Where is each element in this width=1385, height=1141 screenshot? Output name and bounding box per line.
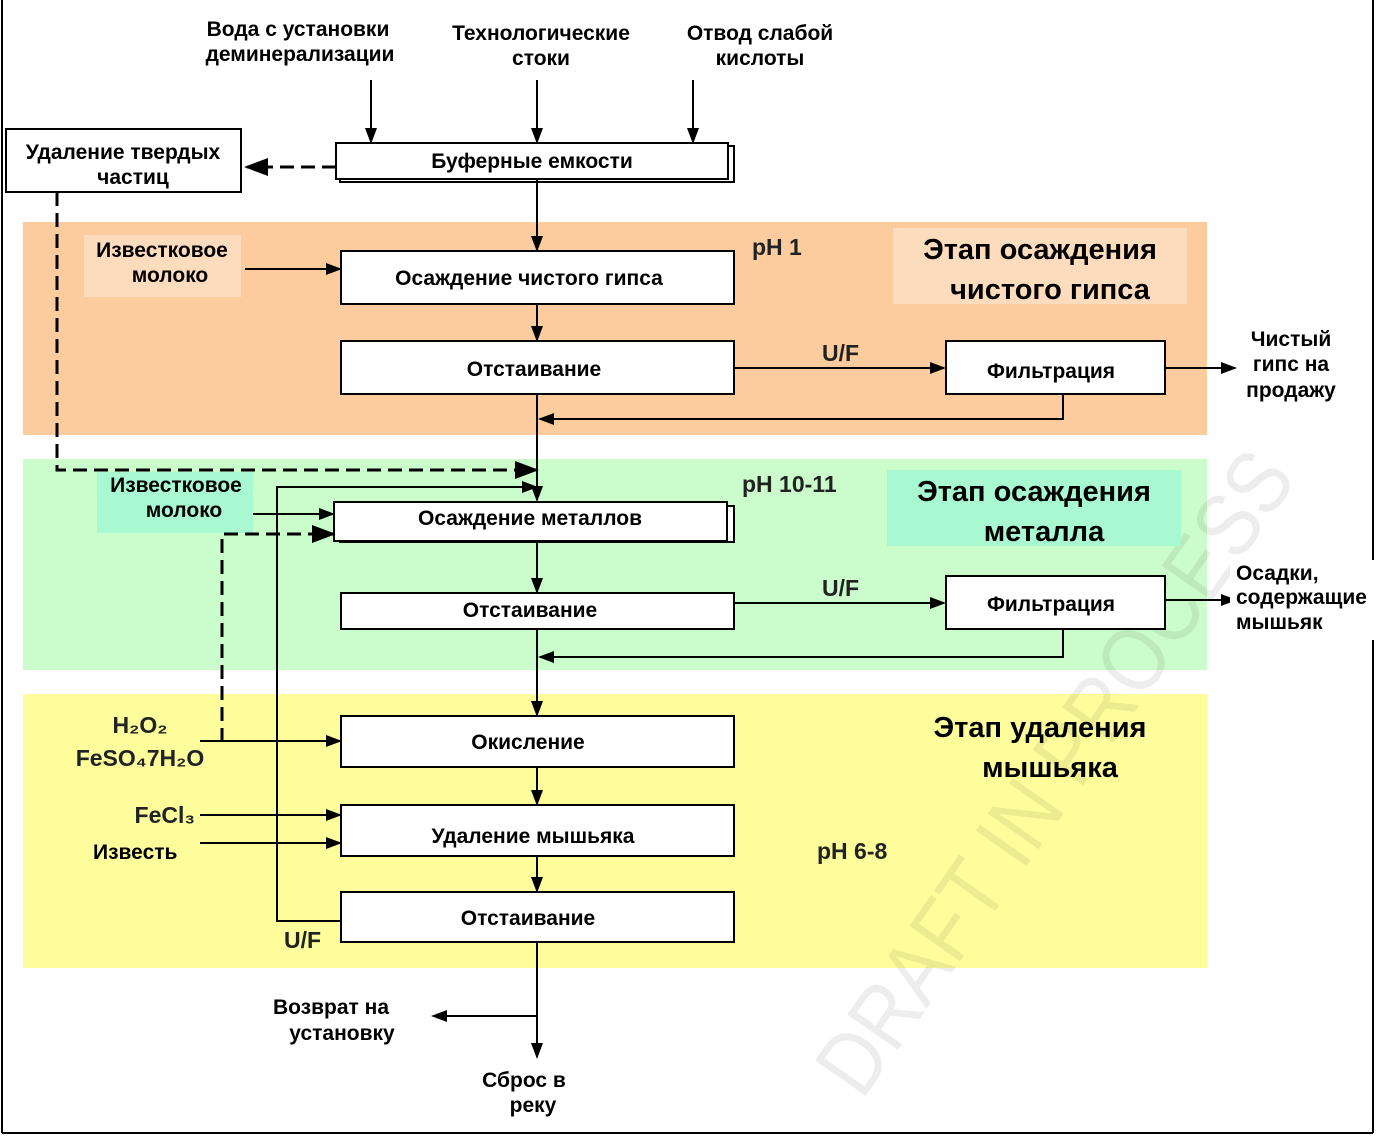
svg-text:Вода с установки: Вода с установки <box>207 18 390 41</box>
svg-text:продажу: продажу <box>1246 379 1336 402</box>
ph-label: pH 6-8 <box>817 838 888 864</box>
svg-text:гипс на: гипс на <box>1253 353 1330 376</box>
svg-text:Осаждение металлов: Осаждение металлов <box>418 507 642 530</box>
svg-text:Сброс в: Сброс в <box>482 1069 566 1092</box>
svg-text:стоки: стоки <box>512 47 570 70</box>
settling-box-2: Отстаивание <box>340 592 735 630</box>
river-discharge-output: Сброс в реку <box>482 1069 566 1117</box>
input-demin-water: Вода с установки деминерализации <box>206 18 395 66</box>
uf-label: U/F <box>284 927 321 953</box>
svg-text:Этап удаления: Этап удаления <box>934 712 1147 744</box>
svg-text:Осаждение чистого гипса: Осаждение чистого гипса <box>395 267 663 290</box>
svg-text:Фильтрация: Фильтрация <box>987 593 1115 616</box>
uf-label: U/F <box>822 575 859 601</box>
lime-milk-label-1: Известковое молоко <box>96 239 228 287</box>
lime-label: Известь <box>93 841 178 864</box>
svg-text:Отстаивание: Отстаивание <box>467 358 601 381</box>
dashed-arrow <box>55 192 539 479</box>
uf-label: U/F <box>822 340 859 366</box>
svg-text:металла: металла <box>984 516 1105 548</box>
svg-text:деминерализации: деминерализации <box>206 43 395 66</box>
arsenic-sludge-output: Осадки, содержащие мышьяк <box>1236 562 1367 634</box>
svg-text:содержащие: содержащие <box>1236 586 1367 609</box>
settling-box-3: Отстаивание <box>340 891 735 943</box>
svg-text:молоко: молоко <box>132 264 209 287</box>
svg-text:Возврат на: Возврат на <box>273 996 389 1019</box>
uf-recycle-arrow <box>276 481 538 922</box>
filtration-box-1: Фильтрация <box>945 340 1166 395</box>
buffer-tanks-box: Буферные емкости <box>335 142 735 183</box>
ph-label: pH 1 <box>752 234 802 260</box>
svg-text:Фильтрация: Фильтрация <box>987 360 1115 383</box>
svg-text:частиц: частиц <box>97 166 169 189</box>
return-arrow <box>538 394 1064 425</box>
svg-text:Известковое: Известковое <box>96 239 228 262</box>
svg-text:Осадки,: Осадки, <box>1236 562 1319 585</box>
svg-text:чистого гипса: чистого гипса <box>950 274 1151 306</box>
svg-text:установку: установку <box>289 1022 395 1045</box>
arsenic-removal-box: Удаление мышьяка <box>340 804 735 857</box>
stage-title-arsenic: Этап удаления мышьяка <box>934 712 1147 784</box>
stage-title-metal: Этап осаждения металла <box>917 476 1151 548</box>
svg-text:молоко: молоко <box>146 499 223 522</box>
input-process-effluent: Технологические стоки <box>452 22 630 70</box>
pure-gypsum-output: Чистый гипс на продажу <box>1246 328 1336 402</box>
dashed-arrow <box>220 525 336 742</box>
output-label-bg <box>1230 560 1385 640</box>
svg-text:Известковое: Известковое <box>110 474 242 497</box>
oxidation-box: Окисление <box>340 715 735 768</box>
svg-text:кислоты: кислоты <box>716 47 805 70</box>
svg-text:Чистый: Чистый <box>1251 328 1331 351</box>
stage-title-bg <box>893 228 1187 304</box>
gypsum-precipitation-box: Осаждение чистого гипса <box>340 250 735 305</box>
solids-removal-box: Удаление твердых частиц <box>5 128 242 193</box>
reagent-label-bg <box>97 472 253 533</box>
ph-label: pH 10-11 <box>742 471 837 497</box>
filtration-box-2: Фильтрация <box>945 575 1166 630</box>
oxidation-reagents: H₂O₂ FeSO₄7H₂O <box>76 712 205 771</box>
fecl3-label: FeCl₃ <box>135 802 195 828</box>
reagent-label-bg <box>84 235 241 297</box>
settling-box-1: Отстаивание <box>340 340 735 395</box>
svg-text:Этап осаждения: Этап осаждения <box>923 234 1157 266</box>
stage-title-gypsum: Этап осаждения чистого гипса <box>923 234 1157 306</box>
svg-text:Удаление твердых: Удаление твердых <box>26 141 221 164</box>
return-to-plant-output: Возврат на установку <box>273 996 395 1045</box>
svg-text:Отвод слабой: Отвод слабой <box>687 22 833 45</box>
svg-text:Этап осаждения: Этап осаждения <box>917 476 1151 508</box>
input-weak-acid: Отвод слабой кислоты <box>687 22 833 70</box>
svg-text:FeSO₄7H₂O: FeSO₄7H₂O <box>76 745 205 771</box>
svg-text:Технологические: Технологические <box>452 22 630 45</box>
svg-text:H₂O₂: H₂O₂ <box>113 712 168 738</box>
svg-text:мышьяк: мышьяк <box>1236 611 1323 634</box>
svg-text:Удаление мышьяка: Удаление мышьяка <box>432 825 635 848</box>
svg-text:Отстаивание: Отстаивание <box>463 599 597 622</box>
metal-precipitation-box: Осаждение металлов <box>333 501 735 543</box>
stage-title-bg <box>887 470 1181 546</box>
svg-text:реку: реку <box>510 1094 557 1117</box>
svg-text:Отстаивание: Отстаивание <box>461 907 595 930</box>
lime-milk-label-2: Известковое молоко <box>110 474 242 522</box>
return-arrow <box>538 629 1064 663</box>
svg-text:Буферные емкости: Буферные емкости <box>431 150 633 173</box>
svg-text:Окисление: Окисление <box>471 731 584 754</box>
svg-text:мышьяка: мышьяка <box>982 752 1119 784</box>
